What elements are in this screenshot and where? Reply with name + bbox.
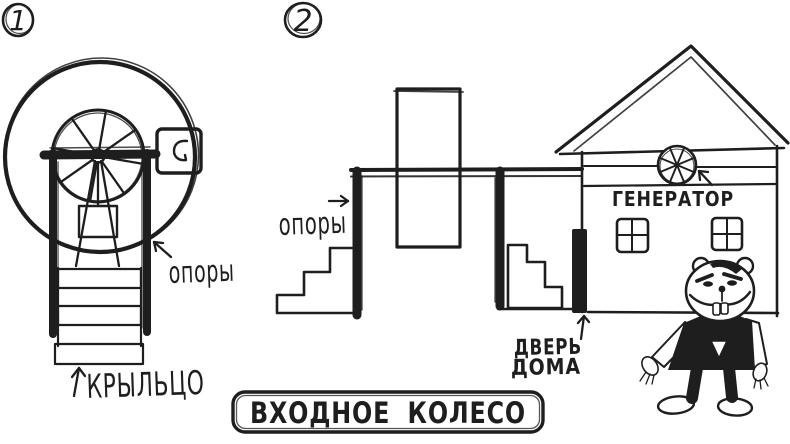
figure2-sketch: 2 опоры [275,1,790,417]
hamster-fringe [710,261,742,274]
figure1-number-badge: 1 [1,2,35,38]
door-label-line1: ДВЕРЬ [514,335,582,361]
support-post-right [494,166,505,311]
door-label-line2: ДОМА [511,355,581,381]
hamster-collar-v [710,340,728,359]
tripod-legs [74,159,121,268]
right-staircase [506,243,564,310]
generator-arrow [697,169,714,187]
hamster-eye-left [703,281,713,287]
support-post-left [352,166,363,320]
platform-beam [349,167,584,178]
figure1-sketch: 1 [1,2,235,406]
hamster-nose [718,285,726,293]
hamster-brows [695,272,743,283]
figure2-number: 2 [293,4,312,39]
house-bottom [586,310,780,315]
house-door-bar [572,229,587,313]
figure2-number-badge: 2 [283,1,323,39]
hamster-teeth [712,302,729,316]
supports-label-2: опоры [278,206,347,243]
generator-wheel [656,144,698,186]
porch-steps [53,266,145,366]
window-right [710,216,744,252]
hamster-hand-right [752,362,769,390]
door-arrow [576,314,591,341]
caption-text: ВХОДНОЕ КОЛЕСО [250,396,526,430]
roof [554,44,790,156]
window-left [615,217,650,254]
hamster-eye-right [727,280,737,286]
left-staircase [275,246,359,315]
hamster-shoes [656,395,754,417]
hamster-hand-left [639,356,659,385]
supports-arrow-2 [327,194,350,208]
generator-label: ГЕНЕРАТОР [612,187,734,211]
porch-arrow [70,366,87,398]
hamster-legs [686,362,738,404]
door-label: ДВЕРЬ ДОМА [511,335,582,381]
supports-arrow-1 [152,240,173,259]
latch-hook-icon [172,139,189,162]
caption-box: ВХОДНОЕ КОЛЕСО [231,390,545,434]
hamster-character [639,256,769,417]
porch-label: КРЫЛЬЦО [86,363,205,406]
figure1-number: 1 [9,4,27,37]
latch-box [155,127,203,175]
outer-wheel-circle [2,57,200,255]
house: ГЕНЕРАТОР [554,44,790,318]
hamster-head [684,256,756,323]
supports-label-1: опоры [168,254,235,291]
